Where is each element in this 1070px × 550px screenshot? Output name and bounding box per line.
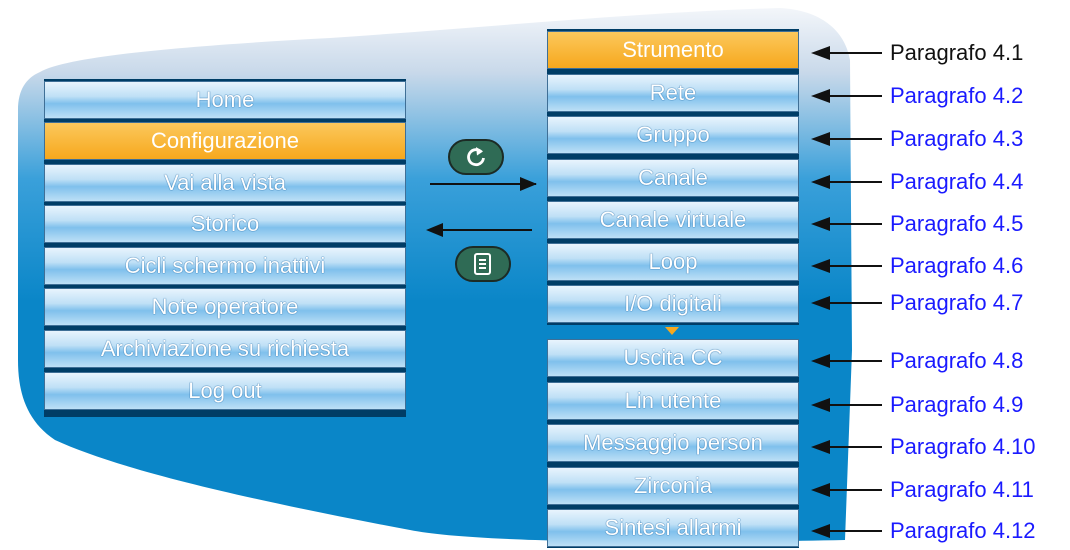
section-reference[interactable]: Paragrafo 4.12	[890, 518, 1036, 543]
section-reference[interactable]: Paragrafo 4.10	[890, 434, 1036, 459]
section-reference[interactable]: Paragrafo 4.3	[890, 126, 1024, 151]
submenu-item[interactable]: Uscita CC	[547, 339, 799, 377]
page-button[interactable]	[455, 246, 511, 282]
triangle-down-icon[interactable]	[665, 327, 679, 335]
section-reference[interactable]: Paragrafo 4.8	[890, 348, 1024, 373]
refresh-icon	[467, 147, 485, 167]
submenu-item[interactable]: Sintesi allarmi	[547, 509, 799, 547]
main-menu-item[interactable]: Storico	[44, 205, 406, 243]
scroll-button[interactable]	[448, 139, 504, 175]
section-reference[interactable]: Paragrafo 4.4	[890, 169, 1024, 194]
submenu-item[interactable]: Canale virtuale	[547, 201, 799, 239]
section-reference[interactable]: Paragrafo 4.2	[890, 83, 1024, 108]
main-menu-item[interactable]: Cicli schermo inattivi	[44, 247, 406, 285]
main-menu-item[interactable]: Archiviazione su richiesta	[44, 330, 406, 368]
section-reference[interactable]: Paragrafo 4.11	[890, 477, 1034, 502]
section-reference: Paragrafo 4.1	[890, 40, 1024, 65]
section-reference[interactable]: Paragrafo 4.5	[890, 211, 1024, 236]
main-menu-item[interactable]: Home	[44, 81, 406, 119]
section-reference[interactable]: Paragrafo 4.6	[890, 253, 1024, 278]
submenu-item[interactable]: Loop	[547, 243, 799, 281]
page-icon	[474, 253, 491, 275]
section-reference[interactable]: Paragrafo 4.7	[890, 290, 1024, 315]
submenu-item[interactable]: Lin utente	[547, 382, 799, 420]
main-menu-item[interactable]: Vai alla vista	[44, 164, 406, 202]
section-reference[interactable]: Paragrafo 4.9	[890, 392, 1024, 417]
submenu-item[interactable]: Gruppo	[547, 116, 799, 154]
submenu-item[interactable]: I/O digitali	[547, 285, 799, 323]
main-menu-item[interactable]: Log out	[44, 372, 406, 410]
submenu-item[interactable]: Messaggio person	[547, 424, 799, 462]
submenu-item[interactable]: Rete	[547, 74, 799, 112]
main-menu-item[interactable]: Configurazione	[44, 122, 406, 160]
submenu-item[interactable]: Strumento	[547, 31, 799, 69]
main-menu-item[interactable]: Note operatore	[44, 288, 406, 326]
submenu-item[interactable]: Zirconia	[547, 467, 799, 505]
submenu-item[interactable]: Canale	[547, 159, 799, 197]
